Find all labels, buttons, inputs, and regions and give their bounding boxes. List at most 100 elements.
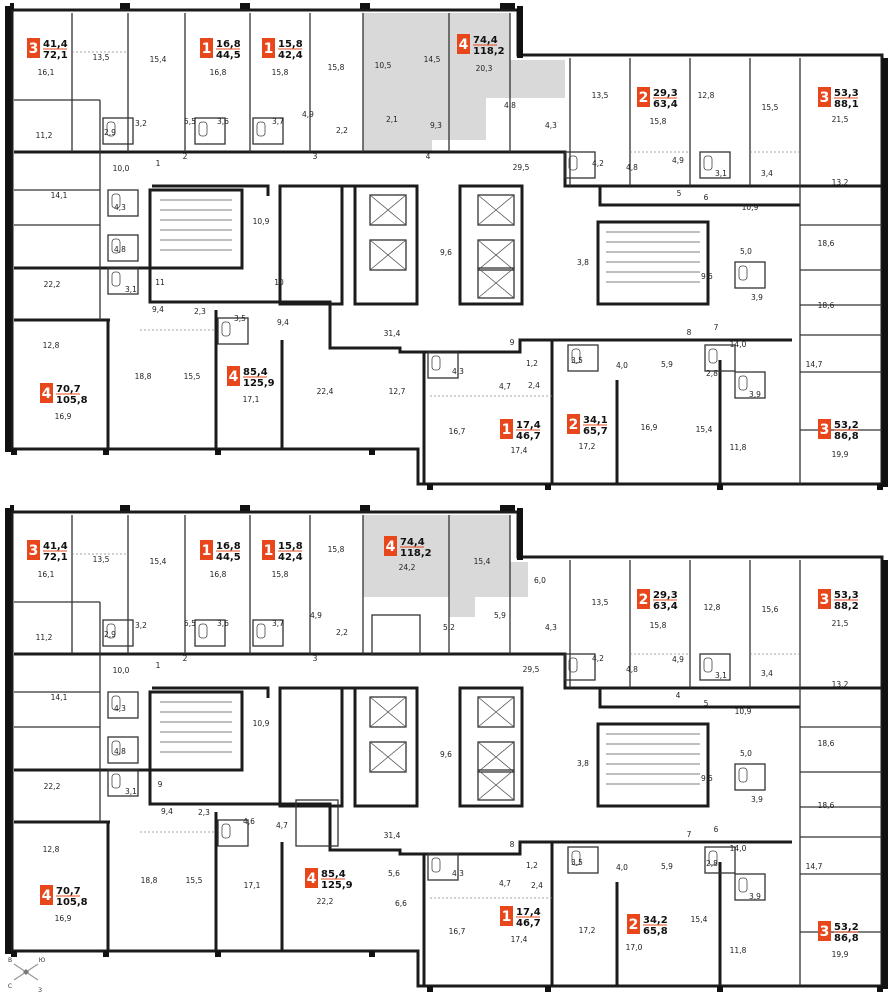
entrance-marker: 5	[704, 699, 709, 708]
room-area-label: 13,2	[832, 680, 849, 689]
room-area-label: 3,6	[217, 619, 229, 628]
elevator-cross	[477, 696, 515, 728]
badge-living-area: 16,8	[216, 541, 241, 552]
bathroom	[734, 763, 766, 791]
room-area-label: 3,1	[715, 169, 727, 178]
elevator-car	[369, 194, 407, 226]
room-area-label: 4,0	[616, 863, 628, 872]
badge-living-area: 34,2	[643, 915, 668, 926]
stair-core	[148, 188, 244, 270]
badge-total-area: 72,1	[43, 50, 68, 61]
entrance-marker: 1	[156, 661, 161, 670]
room-area-label: 18,6	[818, 801, 835, 810]
bathtub-icon	[431, 355, 441, 371]
room-area-label: 4,9	[672, 655, 684, 664]
badge-living-area: 70,7	[56, 886, 81, 897]
room-area-label: 14,0	[730, 340, 747, 349]
badge-living-area: 17,4	[516, 420, 541, 431]
badge-room-count: 4	[386, 539, 396, 555]
bathtub-icon	[703, 155, 713, 171]
room-area-label: 16,8	[210, 570, 227, 579]
room-area-label: 17,4	[511, 935, 528, 944]
room-area-label: 12,8	[698, 91, 715, 100]
room-area-label: 17,0	[626, 943, 643, 952]
entrance-marker: 3	[313, 152, 318, 161]
bathroom	[194, 619, 226, 647]
badge-rooms-box	[200, 38, 213, 58]
room-area-label: 18,6	[818, 301, 835, 310]
highlighted-unit	[363, 515, 449, 597]
entrance-marker: 4	[676, 691, 681, 700]
entrance-marker: 9	[158, 780, 163, 789]
elevator-car	[477, 239, 515, 271]
room-area-label: 21,5	[832, 619, 849, 628]
bathtub-icon	[568, 155, 578, 171]
badge-room-count: 4	[307, 871, 317, 887]
badge-total-area: 42,4	[278, 552, 303, 563]
room-area-label: 6,6	[395, 899, 407, 908]
entrance-marker: 3	[313, 654, 318, 663]
room-area-label: 15,8	[650, 621, 667, 630]
room-area-label: 3,6	[217, 117, 229, 126]
elevator-car	[369, 239, 407, 271]
room-area-label: 14,1	[51, 693, 68, 702]
room-area-label: 12,8	[43, 341, 60, 350]
room-area-label: 10,9	[735, 707, 752, 716]
badge-living-area: 53,2	[834, 922, 859, 933]
partition-wall	[14, 812, 722, 986]
badge-rooms-box	[818, 921, 831, 941]
elevator-block	[353, 686, 419, 808]
room-area-label: 16,7	[449, 927, 466, 936]
room-area-label: 18,8	[141, 876, 158, 885]
badge-total-area: 46,7	[516, 918, 541, 929]
room-area-label: 3,5	[571, 858, 583, 867]
room-area-label: 15,8	[650, 117, 667, 126]
room-area-label: 29,5	[523, 665, 540, 674]
bathtub-icon	[738, 375, 748, 391]
bathtub-icon	[106, 121, 116, 137]
badge-total-area: 125,9	[243, 378, 275, 389]
room-area-label: 2,2	[336, 628, 348, 637]
entrance-marker: 7	[714, 323, 719, 332]
room-area-label: 10,9	[742, 203, 759, 212]
bathtub-icon	[703, 657, 713, 673]
badge-total-area: 125,9	[321, 880, 353, 891]
room-area-label: 3,9	[751, 293, 763, 302]
room-area-label: 17,1	[243, 395, 260, 404]
room-area-label: 2,4	[531, 881, 543, 890]
badge-rooms-box	[305, 868, 318, 888]
badge-living-area: 53,3	[834, 590, 859, 601]
room-area-label: 3,2	[135, 119, 147, 128]
room-area-label: 11,8	[730, 443, 747, 452]
bathtub-icon	[738, 877, 748, 893]
partition-wall	[14, 310, 722, 484]
badge-living-area: 15,8	[278, 541, 303, 552]
room-area-label: 15,4	[150, 55, 167, 64]
elevator-cross	[477, 741, 515, 773]
highlighted-unit	[363, 13, 565, 153]
shaft-block	[278, 184, 344, 306]
room-area-label: 15,4	[696, 425, 713, 434]
compass-south: Ю	[39, 957, 46, 964]
bathtub-icon	[111, 773, 121, 789]
room-area-label: 4,8	[114, 747, 126, 756]
room-area-label: 9,3	[430, 121, 442, 130]
corridor-wall	[14, 768, 792, 856]
stair-core	[148, 690, 244, 772]
room-area-label: 4,6	[243, 817, 255, 826]
room-area-label: 16,9	[55, 914, 72, 923]
room-area-label: 1,2	[526, 359, 538, 368]
elevator-block	[353, 184, 419, 306]
elevator-cross	[477, 239, 515, 271]
room-area-label: 3,8	[577, 759, 589, 768]
badge-rooms-box	[567, 414, 580, 434]
corridor-wall	[14, 150, 882, 188]
elevator-car	[477, 769, 515, 801]
